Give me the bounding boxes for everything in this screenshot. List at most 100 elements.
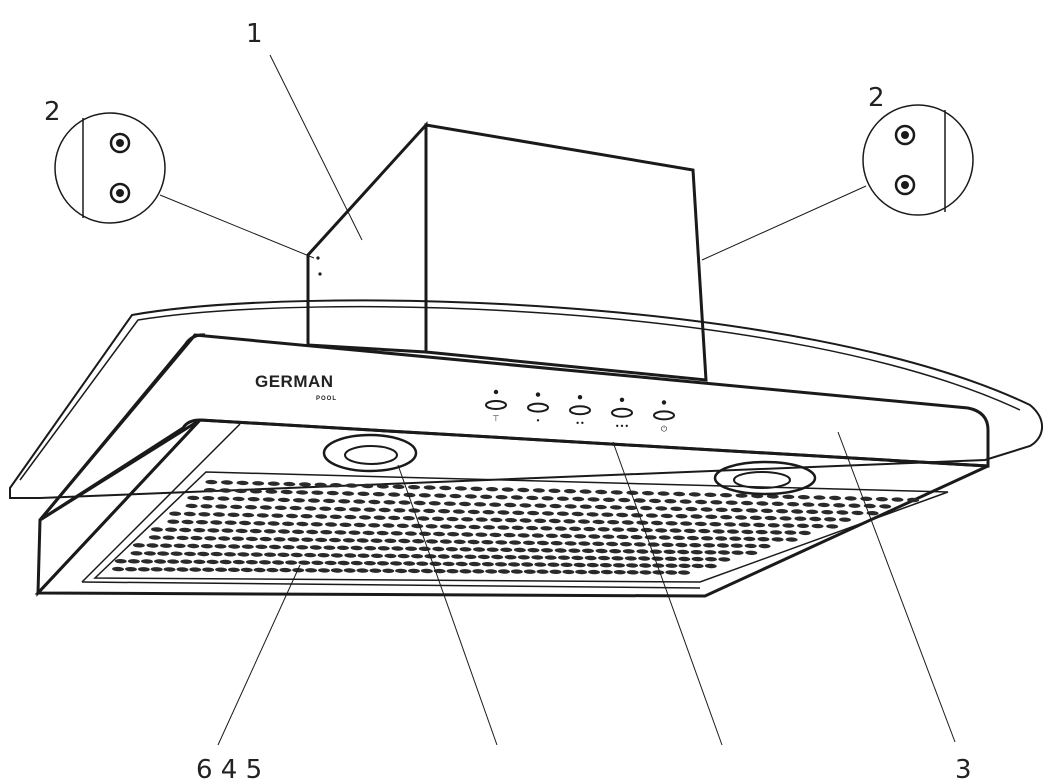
filter-hole [564,541,577,546]
filter-hole [315,537,328,543]
filter-hole [198,512,211,517]
filter-hole [531,533,544,538]
indicator-led [577,395,583,400]
filter-hole [680,521,693,526]
filter-hole [274,505,287,511]
brand-logo: GERMAN POOL [255,372,336,402]
filter-hole [720,492,732,498]
brand-name: GERMAN [255,372,334,391]
filter-hole [296,490,309,495]
filter-hole [395,568,408,574]
filter-hole [642,490,654,496]
lamp-left [322,433,418,473]
filter-hole [464,554,477,560]
filter-hole [720,514,733,520]
filter-hole [560,562,573,568]
button-body [527,402,549,413]
filter-hole [521,562,534,567]
filter-hole [304,552,317,558]
filter-hole [534,518,547,524]
filter-hole [683,528,696,534]
filter-hole [323,498,336,504]
filter-hole [125,566,137,572]
filter-hole [176,567,189,572]
filter-hole [582,548,594,554]
filter-hole [764,515,777,521]
filter-hole [393,508,406,513]
filter-hole [675,542,688,548]
filter-hole [613,569,626,575]
filter-hole [725,500,738,505]
filter-hole [633,498,646,503]
filter-hole [451,554,464,559]
filter-hole [586,512,599,517]
filter-hole [301,537,314,542]
filter-hole [420,568,433,574]
filter-hole [219,488,232,493]
filter-hole [603,497,615,503]
button-body [569,405,591,416]
filter-hole [308,498,320,503]
filter-hole [210,551,223,557]
filter-hole [283,481,296,487]
filter-hole [452,509,465,514]
filter-hole [440,524,452,529]
indicator-led [661,400,667,405]
filter-hole [657,491,670,496]
filter-hole [813,495,826,500]
filter-hole [282,544,295,550]
filter-hole [531,555,544,560]
filter-hole [678,570,691,575]
filter-hole [293,498,305,503]
filter-hole [356,568,369,573]
callout-1: 1 [246,19,263,49]
filter-hole [784,530,797,535]
filter-hole [776,508,789,514]
filter-hole [165,527,178,532]
filter-hole [829,495,842,501]
filter-hole [542,511,554,516]
filter-hole [292,567,305,573]
filter-hole [253,521,266,526]
filter-hole [446,516,459,522]
filter-hole [685,506,698,512]
filter-hole [398,500,411,505]
button-symbol: •• [575,419,584,428]
filter-hole [672,535,685,541]
filter-hole [712,529,725,534]
filter-hole [511,525,524,531]
filter-hole [797,523,809,529]
filter-hole [568,548,581,553]
filter-hole [665,521,678,526]
filter-hole [306,529,319,535]
filter-hole [391,546,404,551]
filter-hole [404,531,417,536]
filter-hole [504,502,517,508]
filter-hole [636,549,649,554]
filter-hole [287,537,300,542]
filter-hole [454,524,467,530]
filter-hole [703,543,716,548]
filter-hole [334,530,347,535]
filter-hole [227,567,240,573]
indicator-led [619,397,625,402]
indicator-led [493,389,499,395]
filter-hole [438,508,451,514]
filter-hole [204,536,217,541]
filter-perforations [112,479,920,575]
filter-hole [311,560,324,566]
filter-hole [289,505,302,511]
filter-hole [467,509,480,515]
filter-hole [579,504,592,509]
filter-hole [583,526,596,532]
filter-hole [556,496,569,501]
filter-hole [638,556,651,561]
filter-hole [218,536,231,541]
filter-hole [473,547,486,552]
filter-hole [179,527,192,533]
filter-hole [277,497,290,503]
filter-hole [304,506,317,511]
filter-hole [483,525,495,530]
filter-hole [532,488,545,493]
filter-hole [250,489,262,494]
